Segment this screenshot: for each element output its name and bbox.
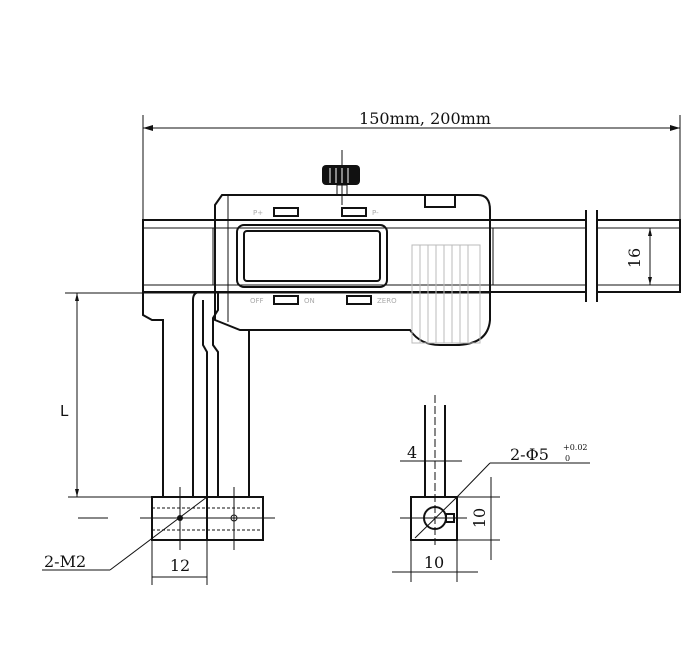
svg-text:P+: P+ — [253, 209, 263, 217]
button-off-on[interactable]: OFF ON — [250, 295, 315, 305]
block-width-label: 10 — [424, 553, 444, 572]
block-height-dimension: 10 — [457, 477, 500, 560]
svg-text:OFF: OFF — [250, 297, 264, 305]
measuring-tips — [78, 487, 275, 550]
thread-callout: 2-M2 — [42, 496, 208, 571]
lock-screw-knob — [322, 150, 360, 205]
side-view — [400, 395, 467, 545]
fixed-jaw — [142, 291, 250, 497]
beam-width-dimension: 16 — [625, 228, 652, 285]
svg-text:ZERO: ZERO — [377, 297, 397, 305]
tip-thickness-label: 4 — [407, 443, 417, 462]
tip-width-label: 12 — [170, 556, 190, 575]
hole-tolerance-upper: +0.02 — [563, 443, 588, 452]
button-p-plus[interactable]: P+ — [253, 207, 299, 217]
overall-length-label: 150mm, 200mm — [359, 109, 491, 128]
button-zero[interactable]: ZERO — [346, 295, 397, 305]
lcd-frame — [236, 224, 388, 288]
beam-width-label: 16 — [625, 248, 644, 268]
button-p-minus[interactable]: P- — [341, 207, 379, 217]
block-height-label: 10 — [470, 508, 489, 528]
knurled-grip — [411, 244, 481, 344]
hole-callout-label: 2-Φ5 — [510, 445, 549, 464]
hole-callout: 2-Φ5 +0.02 0 — [456, 443, 590, 498]
lcd-display — [243, 230, 381, 282]
hole-tolerance-lower: 0 — [565, 454, 570, 463]
overall-length-dimension: 150mm, 200mm — [142, 109, 681, 222]
thread-callout-label: 2-M2 — [44, 552, 86, 571]
svg-text:P-: P- — [372, 209, 379, 217]
svg-text:ON: ON — [304, 297, 315, 305]
block-width-dimension: 10 — [392, 540, 478, 582]
tip-width-dimension: 12 — [151, 540, 208, 585]
jaw-length-dimension: L — [60, 293, 152, 498]
jaw-length-label: L — [60, 402, 69, 420]
slider-body: P+ P- OFF ON ZERO — [214, 150, 491, 346]
tip-thickness-dimension: 4 — [400, 443, 462, 462]
